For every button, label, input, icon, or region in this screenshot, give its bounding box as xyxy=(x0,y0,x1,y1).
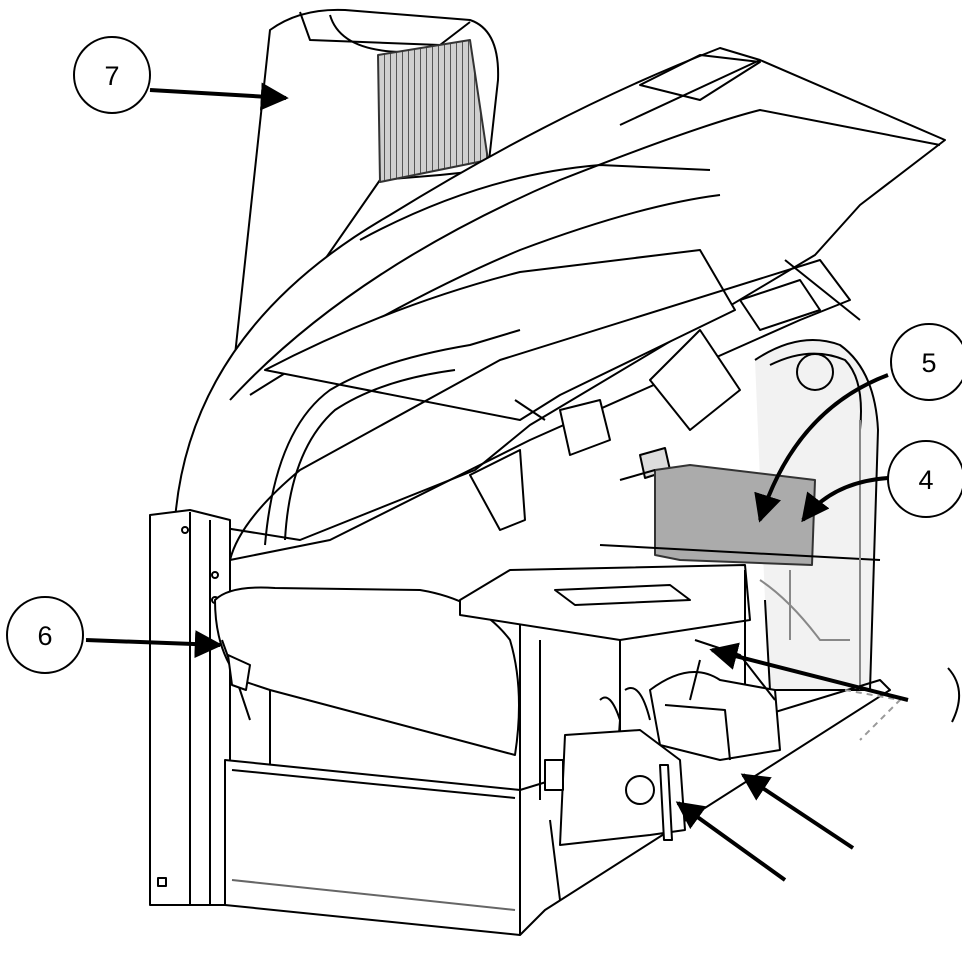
callout-4: 4 xyxy=(887,440,962,518)
callout-5-label: 5 xyxy=(921,348,936,378)
arrow-5 xyxy=(754,373,889,523)
instrument-drawing xyxy=(149,8,946,936)
raised-lid xyxy=(174,47,946,561)
reagent-block xyxy=(459,564,751,800)
exhaust-tower xyxy=(234,8,500,361)
callout-arrows xyxy=(85,82,909,882)
arrow-4 xyxy=(801,476,889,523)
callout-7-label: 7 xyxy=(104,61,119,91)
callout-6: 6 xyxy=(6,596,84,674)
callout-4-label: 4 xyxy=(918,465,933,495)
callout-6-label: 6 xyxy=(37,621,52,651)
arrow-6 xyxy=(85,630,223,659)
arrow-right-unlabeled xyxy=(709,642,909,702)
callout-5: 5 xyxy=(890,323,962,401)
left-frame-column xyxy=(149,509,231,906)
callout-7: 7 xyxy=(73,36,151,114)
partial-callout-circle xyxy=(947,667,960,723)
arrow-lower-middle xyxy=(740,773,855,850)
callouts: 7 5 4 6 xyxy=(6,36,962,723)
arrow-lower-left xyxy=(675,801,787,882)
arrow-7 xyxy=(149,82,289,111)
fluid-modules xyxy=(544,639,781,846)
